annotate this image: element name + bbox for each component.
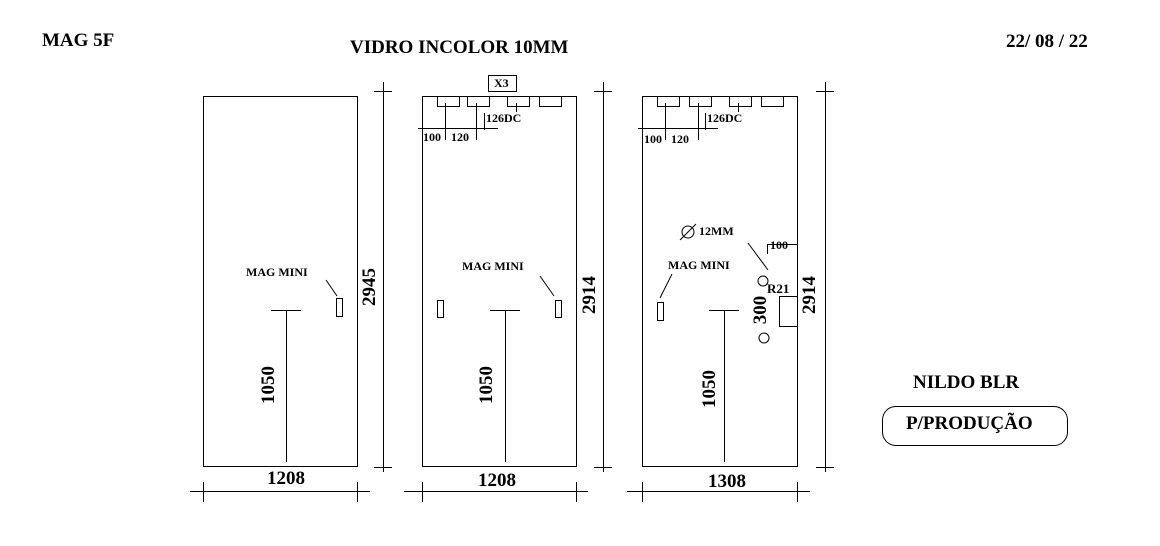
diameter-symbol	[679, 223, 697, 241]
hinge-cutout	[657, 96, 680, 107]
material-title: VIDRO INCOLOR 10MM	[350, 37, 569, 58]
hinge-offset-2: 120	[451, 130, 469, 144]
hole-spacing: 300	[750, 295, 771, 325]
hinge-offset-1: 100	[423, 130, 441, 144]
handle-height-dimension: 1050	[258, 366, 279, 404]
hole-edge-offset: 100	[770, 238, 788, 252]
hinge-cutout	[539, 96, 562, 107]
drawing-date: 22/ 08 / 22	[1006, 31, 1088, 52]
mag-label: MAG MINI	[668, 258, 730, 272]
model-code: MAG 5F	[42, 30, 115, 51]
hole-bottom	[758, 332, 770, 344]
hinge-type: 126DC	[707, 111, 743, 125]
hinge-type: 126DC	[486, 111, 522, 125]
handle-height-dimension: 1050	[699, 370, 720, 408]
height-dimension: 2914	[799, 276, 820, 314]
mag-slot-1	[336, 298, 343, 317]
glass-panel-1	[203, 96, 358, 467]
hole-top	[757, 275, 769, 287]
handle-height-dimension: 1050	[476, 366, 497, 404]
lock-cutout	[779, 296, 798, 327]
hole-diameter: 12MM	[699, 224, 734, 238]
mag-label: MAG MINI	[246, 265, 308, 279]
width-dimension: 1208	[267, 468, 305, 489]
hinge-cutout	[437, 96, 460, 107]
width-dimension: 1208	[478, 470, 516, 491]
height-dimension: 2914	[579, 276, 600, 314]
glass-panel-3	[642, 96, 798, 467]
hinge-cutout	[689, 96, 712, 107]
mag-slot-2b	[555, 300, 562, 318]
hinge-cutout	[729, 96, 752, 107]
hinge-count: X3	[494, 76, 509, 90]
lock-radius: R21	[767, 281, 790, 296]
production-stamp-label: P/PRODUÇÃO	[906, 413, 1033, 434]
mag-label: MAG MINI	[462, 259, 524, 273]
glass-panel-2	[422, 96, 577, 467]
author-name: NILDO BLR	[913, 372, 1020, 393]
height-dimension: 2945	[359, 268, 380, 306]
hinge-cutout	[507, 96, 530, 107]
mag-slot-3	[657, 302, 664, 321]
hinge-offset-2: 120	[671, 132, 689, 146]
mag-slot-2a	[437, 300, 444, 318]
hinge-count-box	[488, 75, 517, 92]
hinge-cutout	[761, 96, 784, 107]
production-stamp	[882, 406, 1068, 446]
hinge-cutout	[467, 96, 490, 107]
width-dimension: 1308	[708, 471, 746, 492]
hinge-offset-1: 100	[644, 132, 662, 146]
